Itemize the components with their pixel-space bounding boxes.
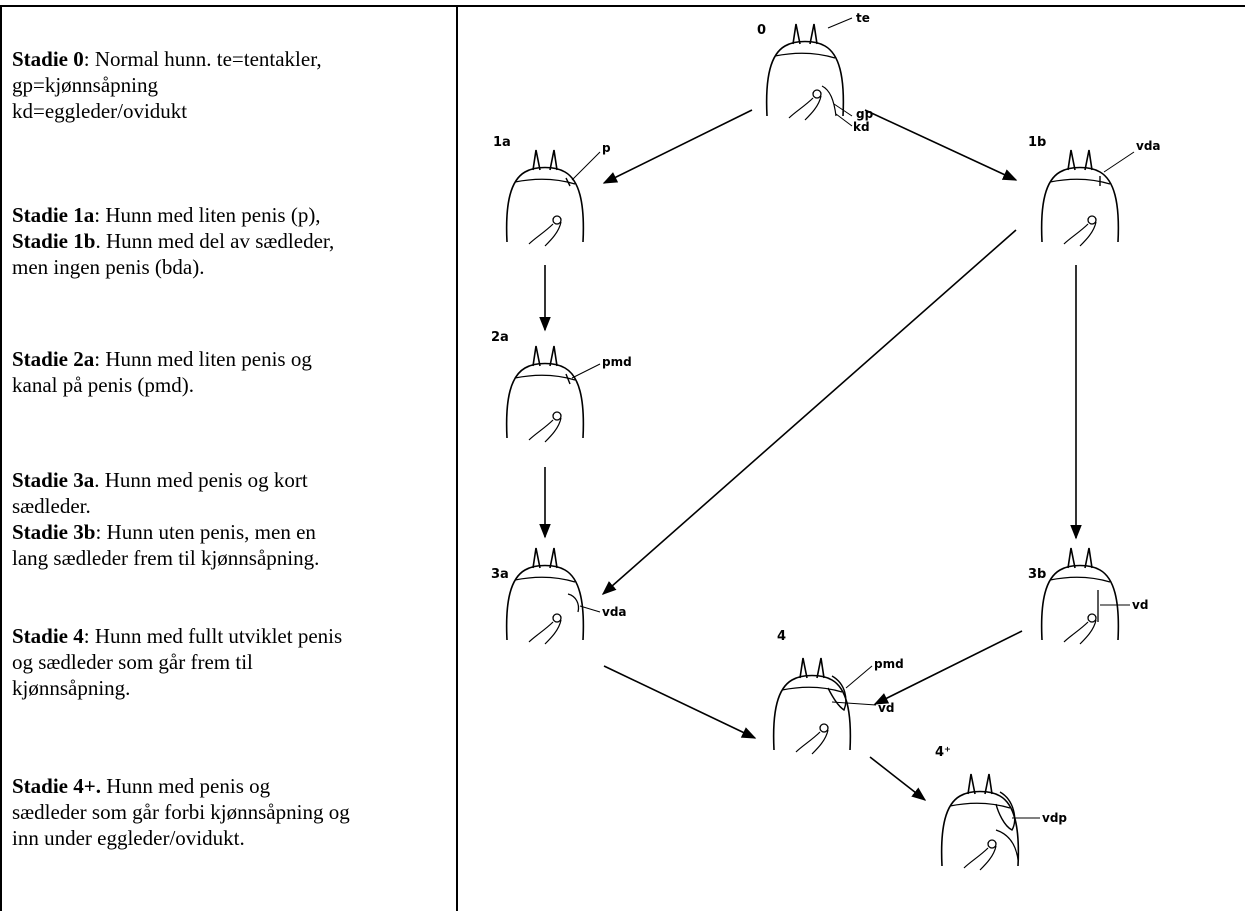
stage-text: Hunn med penis og — [100, 774, 271, 798]
stage-label-4: 4 — [777, 629, 786, 644]
stage-4-snail — [772, 657, 877, 755]
stage-text: : Hunn med fullt utviklet penis — [83, 624, 343, 648]
arrow-0-to-1b — [864, 109, 1018, 181]
stage-4plus-snail — [940, 773, 1040, 871]
label-vda-1b: vda — [1136, 139, 1161, 153]
stage-text: : Hunn med liten penis og — [94, 347, 312, 371]
description-line: og sædleder som går frem til — [12, 649, 452, 675]
stage-text: inn under eggleder/ovidukt. — [12, 826, 245, 850]
description-line: Stadie 4: Hunn med fullt utviklet penis — [12, 623, 452, 649]
stage-label-3a: 3a — [491, 567, 509, 582]
description-line: kjønnsåpning. — [12, 675, 452, 701]
arrow-4-to-4plus — [869, 756, 927, 801]
description-line: Stadie 1b. Hunn med del av sædleder, — [12, 228, 452, 254]
stage-text: og sædleder som går frem til — [12, 650, 253, 674]
stage-name: Stadie 1a — [12, 203, 95, 227]
description-line: inn under eggleder/ovidukt. — [12, 825, 452, 851]
stage-text: kjønnsåpning. — [12, 676, 131, 700]
arrow-0-to-1a — [602, 109, 753, 184]
stage-2a-snail — [505, 345, 601, 443]
description-line: men ingen penis (bda). — [12, 254, 452, 280]
stage-label-4plus: 4⁺ — [935, 745, 951, 760]
label-pmd-4: pmd — [874, 657, 904, 671]
arrow-1b-to-3a — [601, 229, 1017, 595]
description-line: sædleder som går forbi kjønnsåpning og — [12, 799, 452, 825]
stage-3a-snail — [505, 547, 601, 645]
description-line: Stadie 2a: Hunn med liten penis og — [12, 346, 452, 372]
stage-text: gp=kjønnsåpning — [12, 73, 159, 97]
description-line: Stadie 1a: Hunn med liten penis (p), — [12, 202, 452, 228]
label-p: p — [602, 141, 611, 155]
label-pmd-2a: pmd — [602, 355, 632, 369]
stage-text: . Hunn med del av sædleder, — [95, 229, 335, 253]
stage-label-0: 0 — [757, 23, 766, 38]
stage-name: Stadie 3b — [12, 520, 96, 544]
stage-label-3b: 3b — [1028, 567, 1046, 582]
column-divider — [456, 5, 458, 911]
stage-text: : Hunn uten penis, men en — [95, 520, 316, 544]
stage-text: kanal på penis (pmd). — [12, 373, 194, 397]
label-kd: kd — [853, 120, 870, 134]
stage-name: Stadie 4+. — [12, 774, 101, 798]
stage-description-0: Stadie 0: Normal hunn. te=tentakler,gp=k… — [12, 46, 452, 124]
label-vdp: vdp — [1042, 811, 1067, 825]
stage-name: Stadie 4 — [12, 624, 84, 648]
stage-text: sædleder som går forbi kjønnsåpning og — [12, 800, 350, 824]
description-line: Stadie 3b: Hunn uten penis, men en — [12, 519, 452, 545]
label-vd-3b: vd — [1132, 598, 1148, 612]
stage-label-1b: 1b — [1028, 135, 1046, 150]
stage-text: : Normal hunn. te=tentakler, — [83, 47, 322, 71]
description-line: kd=eggleder/ovidukt — [12, 98, 452, 124]
stage-0-snail — [765, 17, 853, 127]
stage-text: men ingen penis (bda). — [12, 255, 205, 279]
stage-label-1a: 1a — [493, 135, 511, 150]
stage-text: lang sædleder frem til kjønnsåpning. — [12, 546, 320, 570]
stage-text: kd=eggleder/ovidukt — [12, 99, 188, 123]
arrow-3a-to-4 — [603, 665, 757, 739]
stage-3b-snail — [1040, 547, 1130, 645]
description-line: kanal på penis (pmd). — [12, 372, 452, 398]
description-line: Stadie 3a. Hunn med penis og kort — [12, 467, 452, 493]
stage-arrows — [539, 109, 1082, 801]
stage-text: : Hunn med liten penis (p), — [94, 203, 321, 227]
description-line: Stadie 4+. Hunn med penis og — [12, 773, 452, 799]
label-te: te — [856, 11, 870, 25]
stage-name: Stadie 1b — [12, 229, 96, 253]
label-gp: gp — [856, 107, 874, 121]
stage-name: Stadie 3a — [12, 468, 95, 492]
stage-description-1: Stadie 1a: Hunn med liten penis (p),Stad… — [12, 202, 452, 280]
top-border — [0, 5, 1245, 7]
left-border — [0, 5, 2, 911]
description-line: sædleder. — [12, 493, 452, 519]
description-line: lang sædleder frem til kjønnsåpning. — [12, 545, 452, 571]
label-vd-4: vd — [878, 701, 894, 715]
stage-name: Stadie 0 — [12, 47, 84, 71]
arrow-3b-to-4 — [873, 630, 1023, 705]
description-line: Stadie 0: Normal hunn. te=tentakler, — [12, 46, 452, 72]
stage-text: . Hunn med penis og kort — [94, 468, 308, 492]
stage-text: sædleder. — [12, 494, 91, 518]
description-line: gp=kjønnsåpning — [12, 72, 452, 98]
stage-1b-snail — [1040, 149, 1135, 247]
stage-label-2a: 2a — [491, 330, 509, 345]
label-vda-3a: vda — [602, 605, 627, 619]
stage-name: Stadie 2a — [12, 347, 95, 371]
stage-1a-snail — [505, 149, 601, 247]
